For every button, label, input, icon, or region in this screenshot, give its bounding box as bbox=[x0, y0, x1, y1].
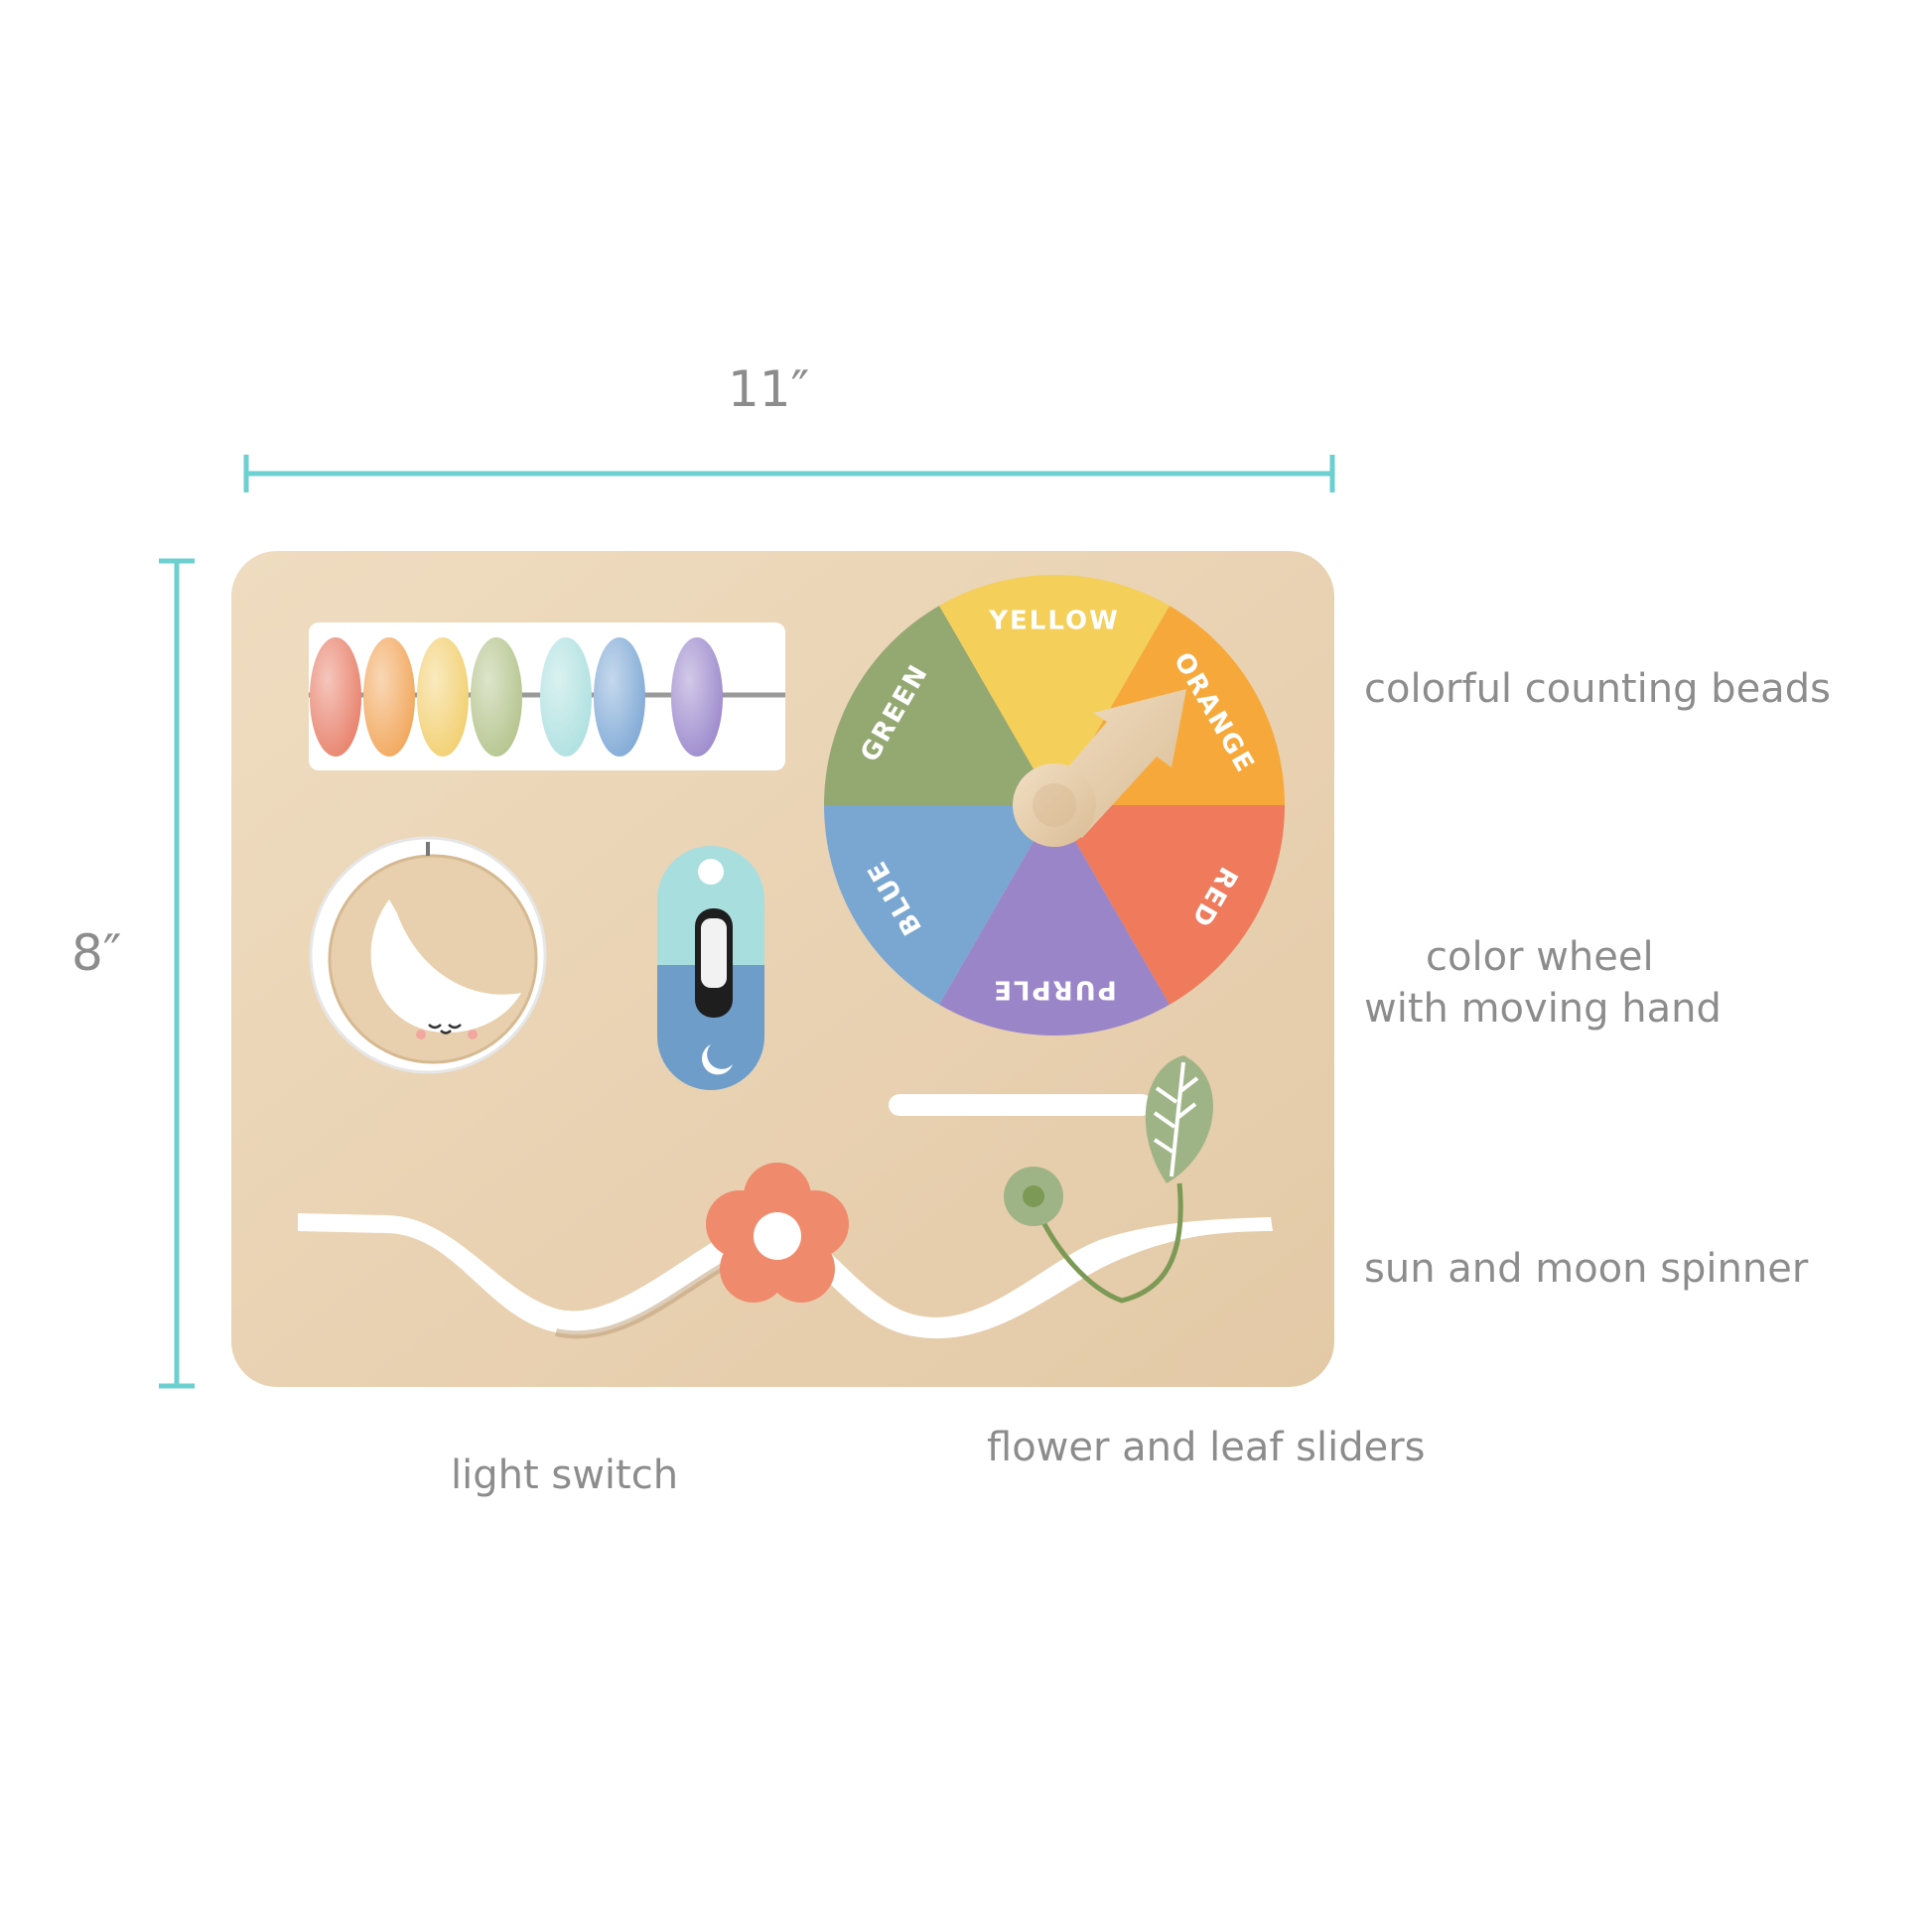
bead[interactable] bbox=[540, 637, 592, 757]
wheel-hand[interactable] bbox=[1013, 689, 1186, 847]
light-switch[interactable] bbox=[657, 846, 764, 1090]
height-dimension-line bbox=[159, 558, 195, 1389]
leaf-slider[interactable] bbox=[1145, 1055, 1213, 1183]
bead[interactable] bbox=[417, 637, 469, 757]
bead[interactable] bbox=[310, 637, 361, 757]
spinner-caption: sun and moon spinner bbox=[1364, 1246, 1809, 1292]
leaf-cord bbox=[1004, 1167, 1183, 1304]
wheel-caption-line2: with moving hand bbox=[1364, 986, 1722, 1032]
width-dimension-line bbox=[243, 455, 1335, 492]
moon-small-icon bbox=[702, 1044, 733, 1075]
counting-beads[interactable] bbox=[310, 637, 723, 757]
bead[interactable] bbox=[363, 637, 415, 757]
width-label: 11″ bbox=[728, 360, 810, 418]
bead[interactable] bbox=[471, 637, 522, 757]
wheel-segment-label: YELLOW bbox=[988, 607, 1120, 636]
bead[interactable] bbox=[594, 637, 645, 757]
bead[interactable] bbox=[671, 637, 723, 757]
wheel-segment bbox=[939, 575, 1170, 805]
moon-icon bbox=[370, 899, 521, 1033]
height-label: 8″ bbox=[71, 924, 122, 982]
sun-moon-spinner[interactable] bbox=[309, 836, 547, 1074]
beads-caption: colorful counting beads bbox=[1364, 666, 1831, 712]
wheel-segment bbox=[939, 805, 1170, 1035]
sun-icon bbox=[698, 859, 724, 885]
flower-slider[interactable] bbox=[706, 1163, 849, 1303]
wheel-segment bbox=[824, 606, 1054, 805]
sliders-caption: flower and leaf sliders bbox=[987, 1425, 1426, 1470]
wheel-caption-line1: color wheel bbox=[1426, 934, 1654, 980]
wheel-segment bbox=[1054, 805, 1285, 1005]
wheel-segment-label: PURPLE bbox=[992, 975, 1117, 1005]
wheel-segment bbox=[824, 805, 1054, 1005]
switch-caption: light switch bbox=[451, 1452, 679, 1498]
wave-slider-track bbox=[298, 1213, 1273, 1339]
leaf-slider-slot bbox=[889, 1094, 1153, 1116]
